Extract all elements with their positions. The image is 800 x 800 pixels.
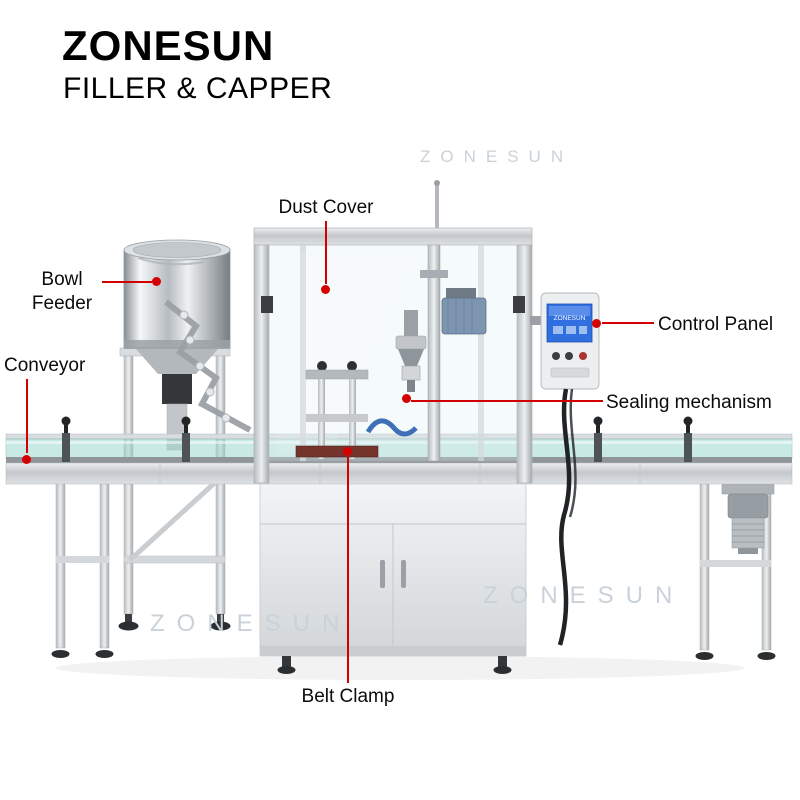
panel-button — [552, 352, 560, 360]
rail-clamp — [61, 416, 71, 462]
callout-dot-sealing-mechanism — [402, 394, 411, 403]
callout-dot-control-panel — [592, 319, 601, 328]
conveyor-rail-clamps — [61, 416, 693, 462]
bowl-feeder — [123, 239, 231, 451]
cap-chute — [164, 299, 252, 433]
callout-line-conveyor — [26, 379, 28, 453]
callout-label-bowl: Bowl — [41, 269, 83, 290]
watermark-upper: ZONESUN — [420, 147, 574, 166]
callout-dot-belt-clamp — [343, 447, 352, 456]
rail-clamp — [683, 416, 693, 462]
callout-line-dust-cover — [325, 221, 327, 284]
callout-dot-bowl-feeder — [152, 277, 161, 286]
callout-dot-dust-cover — [321, 285, 330, 294]
callout-line-bowl-feeder — [102, 281, 152, 283]
sealing-head — [395, 310, 427, 392]
belt-clamp-assembly — [295, 361, 379, 459]
callout-line-sealing-mechanism — [411, 400, 603, 402]
machine-cabinet — [259, 465, 527, 674]
callout-label-feeder: Feeder — [31, 292, 93, 314]
callout-line-control-panel — [602, 322, 654, 324]
callout-label-dust-cover: Dust Cover — [278, 197, 374, 218]
callout-label-control-panel: Control Panel — [658, 314, 774, 335]
panel-button — [565, 352, 573, 360]
blue-hose — [365, 418, 418, 437]
panel-button-red — [579, 352, 587, 360]
callout-label-belt-clamp: Belt Clamp — [301, 686, 395, 707]
callout-line-belt-clamp — [347, 457, 349, 683]
callout-label-conveyor: Conveyor — [4, 355, 86, 376]
machine-frame-dust-cover — [253, 180, 533, 484]
watermark-lower-right: ZONESUN — [483, 582, 685, 609]
watermark-lower-left: ZONESUN — [150, 610, 352, 637]
callout-dot-conveyor — [22, 455, 31, 464]
product-title: FILLER & CAPPER — [63, 72, 333, 105]
brand-logo: ZONESUN — [62, 22, 275, 69]
control-panel-box: ZONESUN — [530, 292, 600, 390]
callout-label-bowl-feeder: Bowl Feeder — [18, 268, 106, 316]
rail-clamp — [593, 416, 603, 462]
rail-clamp — [181, 416, 191, 462]
capping-internals — [295, 244, 487, 462]
control-panel-screen-brand: ZONESUN — [554, 315, 586, 322]
conveyor-stand-left — [51, 481, 114, 658]
conveyor-drive-motor — [721, 483, 775, 554]
floor-shadow — [55, 656, 745, 680]
control-cable — [557, 388, 577, 646]
callout-label-sealing-mechanism: Sealing mechanism — [606, 392, 772, 413]
